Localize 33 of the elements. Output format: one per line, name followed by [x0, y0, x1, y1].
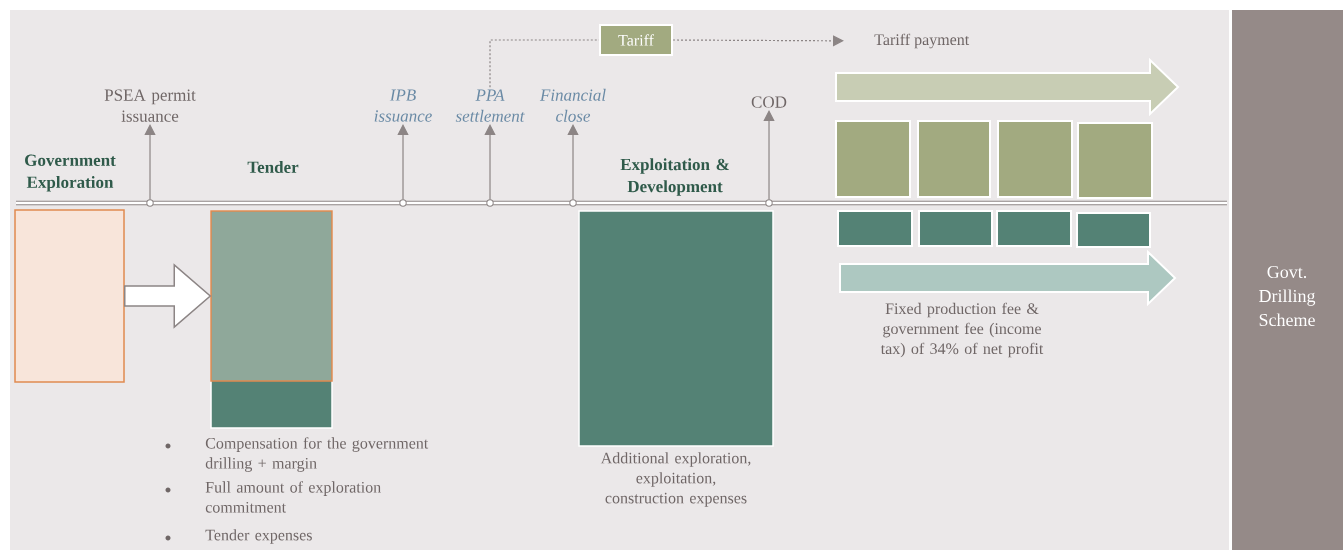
stage-heading: Tender	[247, 161, 299, 173]
stage-heading: Government Exploration	[25, 154, 116, 192]
milestone-label: PPA settlement	[455, 89, 525, 122]
payment-block	[917, 120, 991, 198]
tariff-box: Tariff	[599, 24, 673, 56]
connector-line	[489, 39, 600, 88]
payment-label: Tariff payment	[874, 33, 970, 49]
milestone-label: COD	[751, 96, 787, 108]
milestone-arrow	[144, 124, 156, 201]
block-arrow	[124, 263, 212, 329]
milestone-label: PSEA permit issuance	[104, 89, 196, 122]
milestone-arrow	[763, 110, 775, 201]
payment-block	[997, 120, 1073, 198]
dashed-arrow	[672, 35, 844, 47]
scheme-band: Govt. Drilling Scheme	[1232, 10, 1343, 550]
bullet-item: Full amount of exploration commitment	[165, 481, 381, 513]
block-arrow	[835, 57, 1180, 117]
milestone-label: Financial close	[539, 88, 606, 122]
payment-block	[1076, 212, 1151, 248]
bullet-item: Tender expenses	[165, 529, 312, 544]
milestone-label: IPB issuance	[374, 89, 432, 122]
payment-block	[835, 120, 911, 198]
milestone-arrow	[397, 124, 409, 201]
bullet-item: Compensation for the government drilling + margin	[165, 437, 429, 472]
payment-block	[918, 210, 993, 247]
payment-block	[837, 210, 913, 247]
milestone-arrow	[484, 124, 496, 201]
note-text: Fixed production fee & government fee (income tax) of 34% of net profit	[880, 302, 1044, 358]
milestone-arrow	[567, 124, 579, 201]
payment-block	[996, 210, 1072, 247]
caption-text: Additional exploration, exploitation, construction expenses	[600, 452, 751, 507]
stage-heading: Exploitation & Development	[620, 158, 729, 196]
payment-block	[1077, 122, 1153, 199]
